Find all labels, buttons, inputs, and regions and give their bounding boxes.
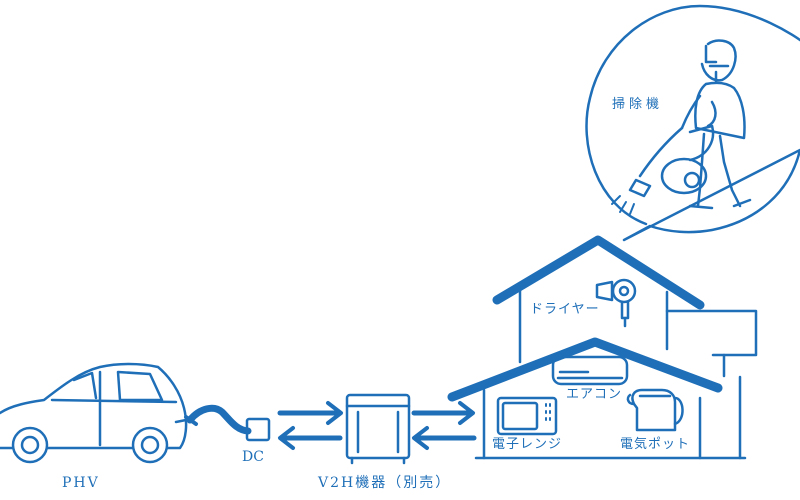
dc-label: DC [242, 449, 264, 465]
power-flow-arrows-left [277, 401, 343, 450]
charging-cable-icon [184, 404, 252, 435]
v2h-unit-icon [345, 393, 411, 465]
dc-box-icon [245, 417, 271, 442]
microwave-icon [496, 396, 558, 436]
kettle-label: 電気ポット [620, 437, 691, 452]
vacuum-cleaner-icon [611, 124, 715, 215]
air-conditioner-icon [551, 355, 629, 386]
thought-bubble-icon [585, 4, 800, 242]
dryer-label: ドライヤー [530, 302, 600, 317]
person-vacuuming-icon [680, 39, 752, 210]
house-icon [447, 235, 758, 460]
hair-dryer-icon [595, 278, 637, 328]
aircon-label: エアコン [566, 387, 623, 402]
car-icon [0, 362, 188, 464]
vehicle-label: PHV [62, 475, 100, 491]
electric-kettle-icon [626, 388, 684, 432]
vacuum-label: 掃除機 [612, 97, 664, 112]
microwave-label: 電子レンジ [492, 437, 563, 452]
power-flow-arrows-right [411, 401, 477, 450]
v2h-device-label: V2H機器（別売） [318, 475, 452, 491]
